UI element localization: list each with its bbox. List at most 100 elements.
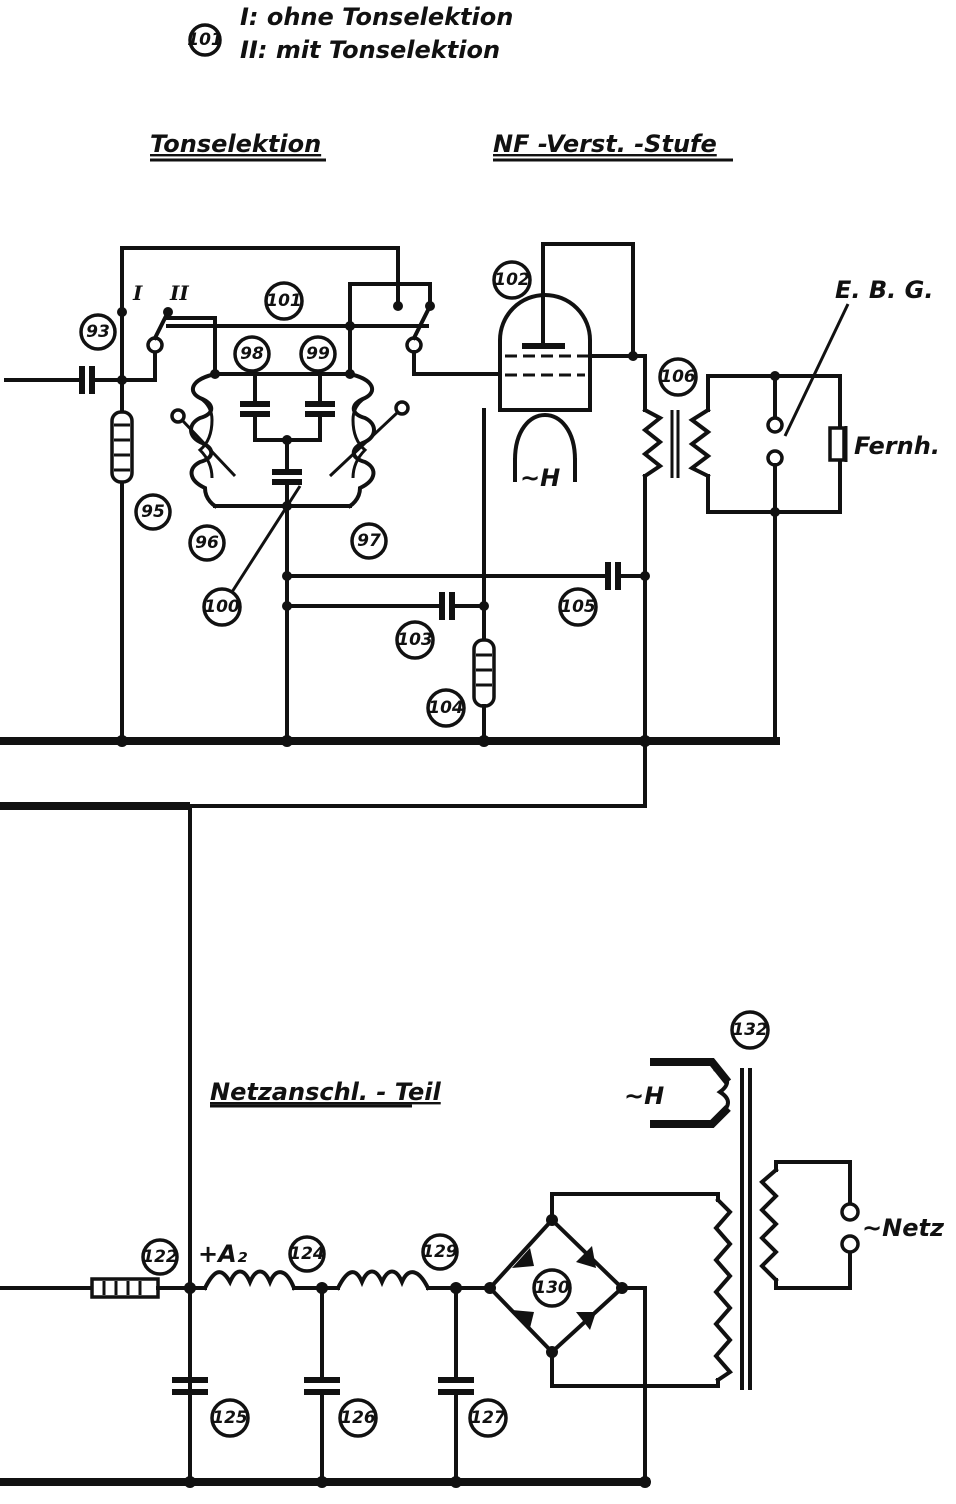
ref-98: 98 [233, 335, 271, 373]
switch-blade-left [152, 309, 171, 341]
filter-coil-right-winding [351, 396, 368, 479]
svg-text:103: 103 [397, 630, 433, 650]
switch-contact-right-I [393, 301, 403, 311]
ref-124: 124 [288, 1235, 326, 1273]
ebg-label: E. B. G. [835, 276, 933, 304]
ref-93: 93 [79, 313, 117, 351]
diode-icon [576, 1312, 596, 1330]
ref-125: 125 [210, 1398, 250, 1438]
switch-bypass-wire [120, 246, 400, 314]
switch-label-II: II [169, 281, 189, 305]
svg-text:132: 132 [732, 1020, 768, 1040]
junction-dot [450, 1476, 462, 1488]
heater-winding-bottom-lead [650, 1105, 731, 1128]
svg-text:98: 98 [240, 344, 264, 364]
legend-line-2: II: mit Tonselektion [240, 36, 500, 64]
svg-text:122: 122 [142, 1247, 178, 1267]
svg-text:130: 130 [534, 1278, 570, 1298]
diode-icon [512, 1248, 534, 1268]
svg-text:127: 127 [470, 1408, 506, 1428]
tube-heater-label: ~H [520, 464, 560, 492]
ref-129: 129 [421, 1233, 459, 1271]
filter-coil-left-winding [197, 396, 214, 479]
ebg-terminal-upper [766, 416, 784, 434]
trafo-132-secondary [713, 1197, 734, 1383]
trafo-132-primary [759, 1167, 779, 1283]
junction-dot [184, 1476, 196, 1488]
diode-icon [512, 1310, 534, 1328]
svg-text:104: 104 [428, 698, 464, 718]
junction-dot [281, 735, 293, 747]
legend-line-1: I: ohne Tonselektion [240, 3, 513, 31]
ref-126: 126 [338, 1398, 378, 1438]
output-trafo-primary-winding [641, 407, 664, 479]
plus-bus-right-wire [188, 574, 647, 808]
svg-text:126: 126 [340, 1408, 376, 1428]
ref-102: 102 [492, 260, 532, 300]
svg-text:125: 125 [212, 1408, 248, 1428]
trafo-heater-label: ~H [624, 1082, 664, 1110]
choke-129 [335, 1269, 431, 1291]
ref-122: 122 [141, 1238, 179, 1276]
filter-coil-right-tuning-arrow [328, 410, 400, 478]
svg-text:101: 101 [266, 291, 302, 311]
tube-102-envelope [498, 293, 592, 412]
heater-winding [713, 1067, 730, 1117]
junction-dot [639, 735, 651, 747]
legend-ref-label: 101 [187, 30, 223, 50]
mains-top-wire [774, 1160, 852, 1206]
tube-102-anode-lead [541, 242, 635, 358]
input-to-switch-wire [92, 348, 157, 382]
legend-ref-circle [188, 23, 222, 57]
svg-text:96: 96 [195, 533, 219, 553]
heading-tonselektion: Tonselektion [150, 130, 321, 158]
filter-coil-left-tuning-knob [170, 408, 186, 424]
switch-blade-right [411, 303, 433, 341]
ebg-terminal-lower [766, 449, 784, 467]
svg-text:105: 105 [560, 597, 596, 617]
junction-dot [478, 735, 490, 747]
tube-102-cathode [512, 413, 578, 463]
svg-text:100: 100 [204, 597, 240, 617]
junction-dot [345, 321, 355, 331]
svg-text:102: 102 [494, 270, 530, 290]
ref-105: 105 [558, 587, 598, 627]
grid-leak-resistor [110, 410, 134, 484]
heading-nf-stufe: NF -Verst. -Stufe [493, 130, 717, 158]
junction-dot [116, 735, 128, 747]
bridge-ac-bottom-wire [550, 1350, 720, 1388]
mains-terminal-lower [840, 1234, 860, 1254]
output-trafo-secondary-winding [688, 407, 712, 479]
ref-100: 100 [202, 587, 242, 627]
junction-dot [628, 351, 638, 361]
ref-130: 130 [532, 1268, 572, 1308]
switch-to-grid-wire [412, 350, 502, 376]
resistor-122 [90, 1277, 160, 1299]
ref-99: 99 [299, 335, 337, 373]
svg-text:106: 106 [660, 367, 696, 387]
ref-106: 106 [658, 357, 698, 397]
filter-coil-left [189, 371, 218, 509]
bridge-ac-top-wire [550, 1192, 720, 1222]
heading-netzteil: Netzanschl. - Teil [210, 1078, 441, 1106]
fernhoerer-label: Fernh. [854, 432, 940, 460]
switch-label-I: I [132, 281, 143, 305]
junction-dot [484, 1282, 496, 1294]
mains-label: ~Netz [862, 1214, 945, 1242]
resistor-104 [472, 638, 496, 708]
ref-101: 101 [264, 281, 304, 321]
mains-bottom-wire [774, 1250, 852, 1290]
svg-text:124: 124 [289, 1244, 325, 1264]
plus-a2-label: +A₂ [198, 1240, 248, 1268]
bridge-negative-wire [620, 1286, 647, 1484]
mains-terminal-upper [840, 1202, 860, 1222]
filter-coil-right-tuning-knob [394, 400, 410, 416]
choke-124 [202, 1269, 297, 1291]
switch-contact-I [117, 307, 127, 317]
svg-text:95: 95 [141, 502, 165, 522]
svg-text:97: 97 [357, 531, 381, 551]
svg-text:99: 99 [306, 344, 330, 364]
ref-132: 132 [730, 1010, 770, 1050]
filter-coil-left-tuning-arrow [180, 418, 237, 478]
